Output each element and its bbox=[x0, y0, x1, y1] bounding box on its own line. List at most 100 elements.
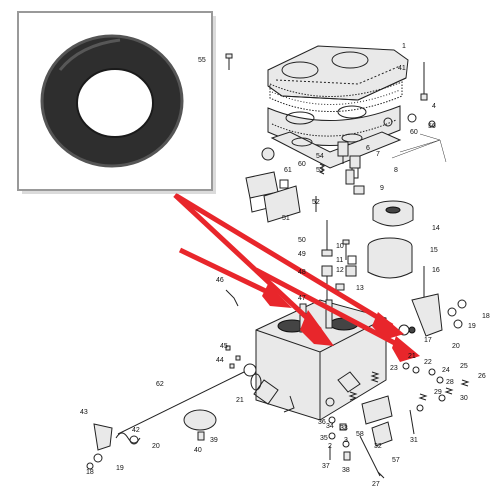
washers-bottom-left bbox=[86, 435, 139, 470]
spring-21 bbox=[348, 391, 358, 401]
screws-44-45 bbox=[225, 345, 241, 369]
callout-22: 22 bbox=[424, 359, 432, 366]
red-arrow-head-3 bbox=[262, 284, 292, 308]
callout-27: 27 bbox=[372, 481, 380, 488]
choke-body-51 bbox=[263, 179, 301, 223]
callout-45: 45 bbox=[220, 343, 228, 350]
callout-52: 52 bbox=[312, 199, 320, 206]
callout-53: 53 bbox=[316, 167, 324, 174]
callout-labels: 1 55 41 4 56 60 6 54 7 60 61 53 8 9 52 5… bbox=[80, 43, 490, 488]
callout-54: 54 bbox=[316, 153, 324, 160]
callout-48: 48 bbox=[298, 269, 306, 276]
callout-19-left: 19 bbox=[116, 465, 124, 472]
jet-8 bbox=[345, 169, 355, 185]
carburetor-body bbox=[253, 299, 387, 421]
callout-7: 7 bbox=[376, 151, 380, 158]
callout-11: 11 bbox=[336, 257, 343, 264]
callout-15: 15 bbox=[430, 247, 438, 254]
needle-27 bbox=[377, 471, 385, 479]
spring-23 bbox=[370, 371, 380, 383]
plate-58 bbox=[361, 395, 393, 425]
callout-60-mid: 60 bbox=[298, 161, 306, 168]
callout-18-left: 18 bbox=[86, 469, 94, 476]
callout-44: 44 bbox=[216, 357, 224, 364]
callout-4: 4 bbox=[432, 103, 436, 110]
callout-20-left: 20 bbox=[152, 443, 160, 450]
callout-23: 23 bbox=[390, 365, 398, 372]
cap-60 bbox=[261, 147, 275, 161]
cluster-33-35 bbox=[328, 416, 350, 448]
callout-37: 37 bbox=[322, 463, 330, 470]
washer-set-56 bbox=[383, 113, 436, 128]
callout-36: 36 bbox=[318, 419, 326, 426]
callout-19: 19 bbox=[468, 323, 476, 330]
callout-8: 8 bbox=[394, 167, 398, 174]
callout-3: 3 bbox=[344, 437, 348, 444]
float-chamber-15 bbox=[367, 237, 413, 279]
bolt-31 bbox=[409, 409, 415, 435]
small-parts-10-12 bbox=[335, 239, 357, 291]
base-plate bbox=[270, 131, 402, 169]
callout-47: 47 bbox=[298, 295, 306, 302]
callout-10: 10 bbox=[336, 243, 344, 250]
callout-17: 17 bbox=[424, 337, 432, 344]
nut-38 bbox=[343, 451, 351, 461]
callout-40: 40 bbox=[194, 447, 202, 454]
oring-icon bbox=[40, 34, 184, 168]
callout-29: 29 bbox=[434, 389, 442, 396]
spring-42 bbox=[115, 432, 141, 444]
red-arrow-head-1 bbox=[300, 310, 334, 346]
line-art bbox=[86, 45, 470, 479]
red-arrow-head-4 bbox=[392, 336, 420, 362]
mesh-filter bbox=[269, 81, 403, 112]
callout-42: 42 bbox=[132, 427, 140, 434]
leader-fan-56 bbox=[391, 133, 447, 163]
red-arrows bbox=[173, 192, 420, 362]
callout-34: 34 bbox=[326, 423, 334, 430]
stud-4-nut bbox=[420, 93, 428, 101]
callout-16: 16 bbox=[432, 267, 440, 274]
callout-6: 6 bbox=[366, 145, 370, 152]
inset-photo bbox=[17, 11, 216, 194]
needle-57 bbox=[359, 435, 381, 477]
callout-41: 41 bbox=[398, 65, 406, 72]
callout-32: 32 bbox=[374, 443, 382, 450]
callout-57: 57 bbox=[392, 457, 400, 464]
callout-9: 9 bbox=[380, 185, 384, 192]
callout-31: 31 bbox=[410, 437, 418, 444]
top-cover bbox=[267, 45, 409, 101]
callout-28: 28 bbox=[446, 379, 454, 386]
callout-20-right: 20 bbox=[452, 343, 460, 350]
callout-24: 24 bbox=[442, 367, 450, 374]
plate-32 bbox=[371, 421, 393, 447]
venturi-14 bbox=[372, 200, 414, 227]
callout-21-left: 21 bbox=[236, 397, 244, 404]
callout-33: 33 bbox=[340, 425, 348, 432]
callout-51: 51 bbox=[282, 215, 290, 222]
ring-21 bbox=[250, 373, 262, 391]
callout-26: 26 bbox=[478, 373, 486, 380]
callout-18: 18 bbox=[482, 313, 490, 320]
callout-56: 56 bbox=[428, 123, 436, 130]
callout-58: 58 bbox=[356, 431, 364, 438]
bolt-46 bbox=[225, 289, 239, 307]
screw-55 bbox=[225, 53, 233, 70]
disk-39 bbox=[183, 409, 217, 431]
lever-17 bbox=[411, 293, 443, 337]
throttle-shaft-62 bbox=[117, 363, 257, 435]
callout-50: 50 bbox=[298, 237, 306, 244]
callout-38: 38 bbox=[342, 467, 350, 474]
callout-1: 1 bbox=[402, 43, 406, 50]
callout-55: 55 bbox=[198, 57, 206, 64]
callout-2: 2 bbox=[328, 443, 332, 450]
callout-49: 49 bbox=[298, 251, 306, 258]
callout-61: 61 bbox=[284, 167, 292, 174]
callout-35: 35 bbox=[320, 435, 328, 442]
callout-46: 46 bbox=[216, 277, 224, 284]
callout-12: 12 bbox=[336, 267, 344, 274]
callout-13: 13 bbox=[356, 285, 364, 292]
nut-9 bbox=[353, 185, 365, 195]
pin-stack-49-47 bbox=[321, 249, 333, 300]
callout-21-right: 21 bbox=[408, 353, 416, 360]
